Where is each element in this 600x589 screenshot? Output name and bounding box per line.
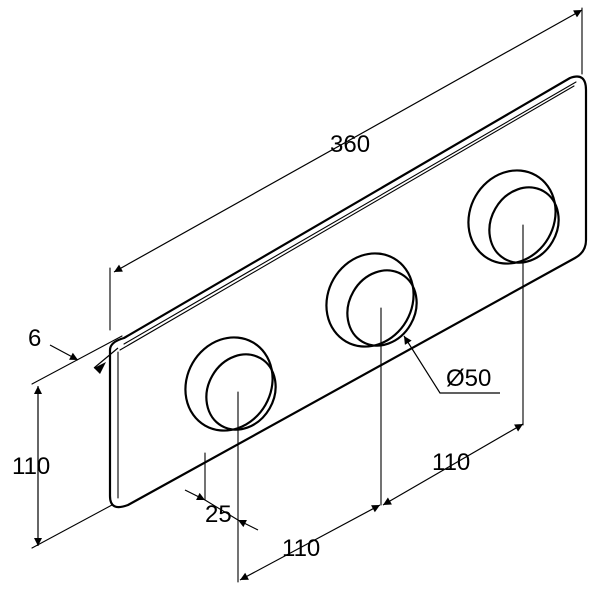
height-label: 110: [12, 453, 50, 480]
spacing-right-label: 110: [432, 449, 470, 476]
thickness-label: 6: [28, 325, 41, 352]
knob-left: [184, 336, 277, 432]
length-label: 360: [330, 131, 370, 158]
plate-edge-line-3: [123, 81, 577, 345]
dimension-knob-depth: 25: [184, 489, 259, 531]
dimension-spacing-right: 110: [382, 423, 524, 506]
knob-right: [467, 169, 560, 265]
extension-lines: [31, 7, 583, 583]
spacing-left-label: 110: [282, 535, 320, 562]
dimension-spacing-left: 110: [239, 504, 381, 581]
dimension-diameter: Ø50: [403, 335, 500, 394]
diameter-label: Ø50: [446, 365, 491, 392]
knob-depth-label: 25: [205, 501, 232, 528]
knob-middle: [325, 252, 418, 348]
dimension-length: 360: [113, 9, 583, 273]
dimension-thickness: 6: [28, 325, 119, 374]
dimension-height: 110: [12, 386, 50, 546]
